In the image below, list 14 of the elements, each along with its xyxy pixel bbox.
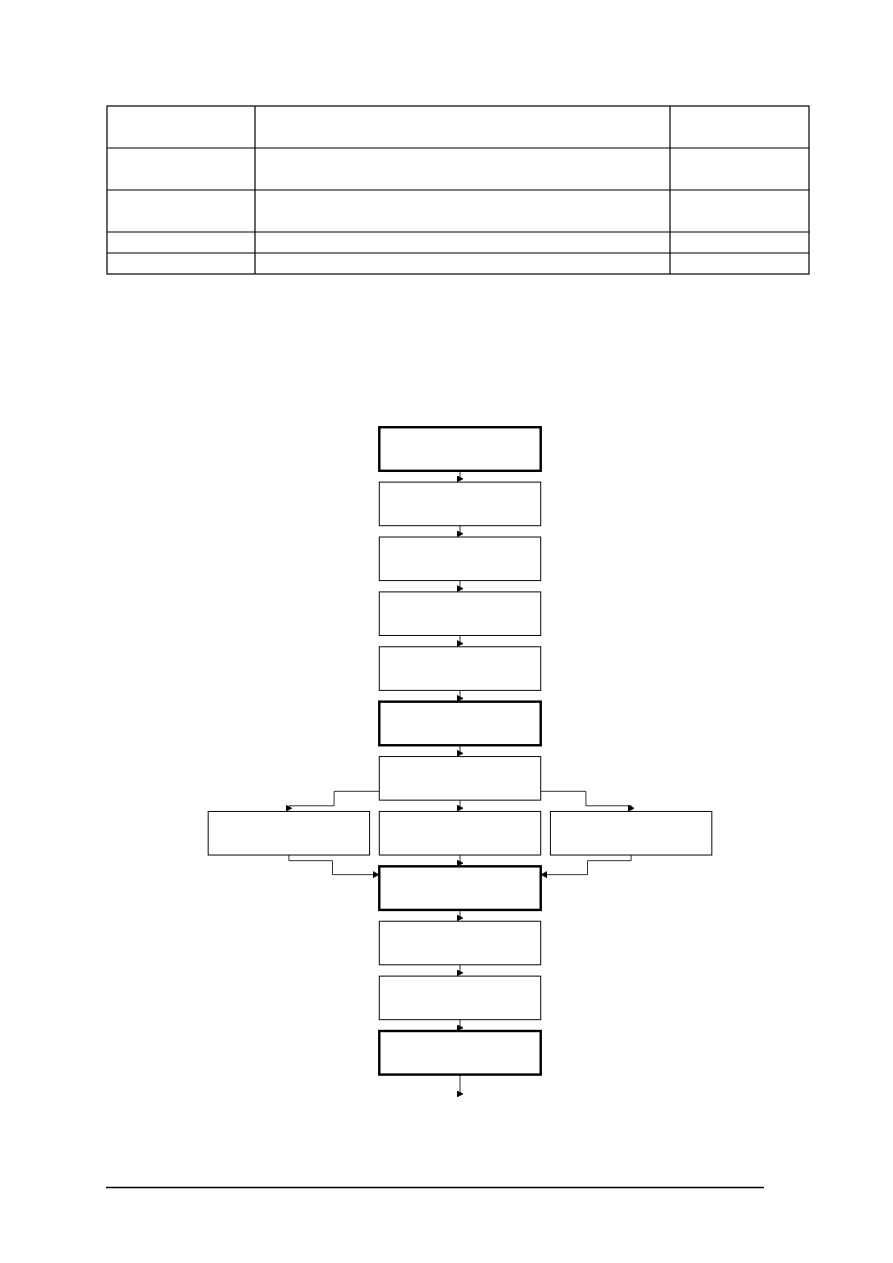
process-box (378, 756, 542, 801)
process-box (207, 810, 371, 856)
process-box (378, 865, 542, 912)
process-box (378, 1029, 542, 1076)
process-box (378, 646, 542, 691)
process-box (549, 810, 713, 856)
process-box (378, 426, 542, 473)
process-box (378, 975, 542, 1021)
process-box (378, 481, 542, 527)
process-box (378, 591, 542, 636)
process-box (378, 810, 542, 856)
process-box (378, 700, 542, 747)
process-box (378, 536, 542, 582)
process-box (378, 920, 542, 966)
